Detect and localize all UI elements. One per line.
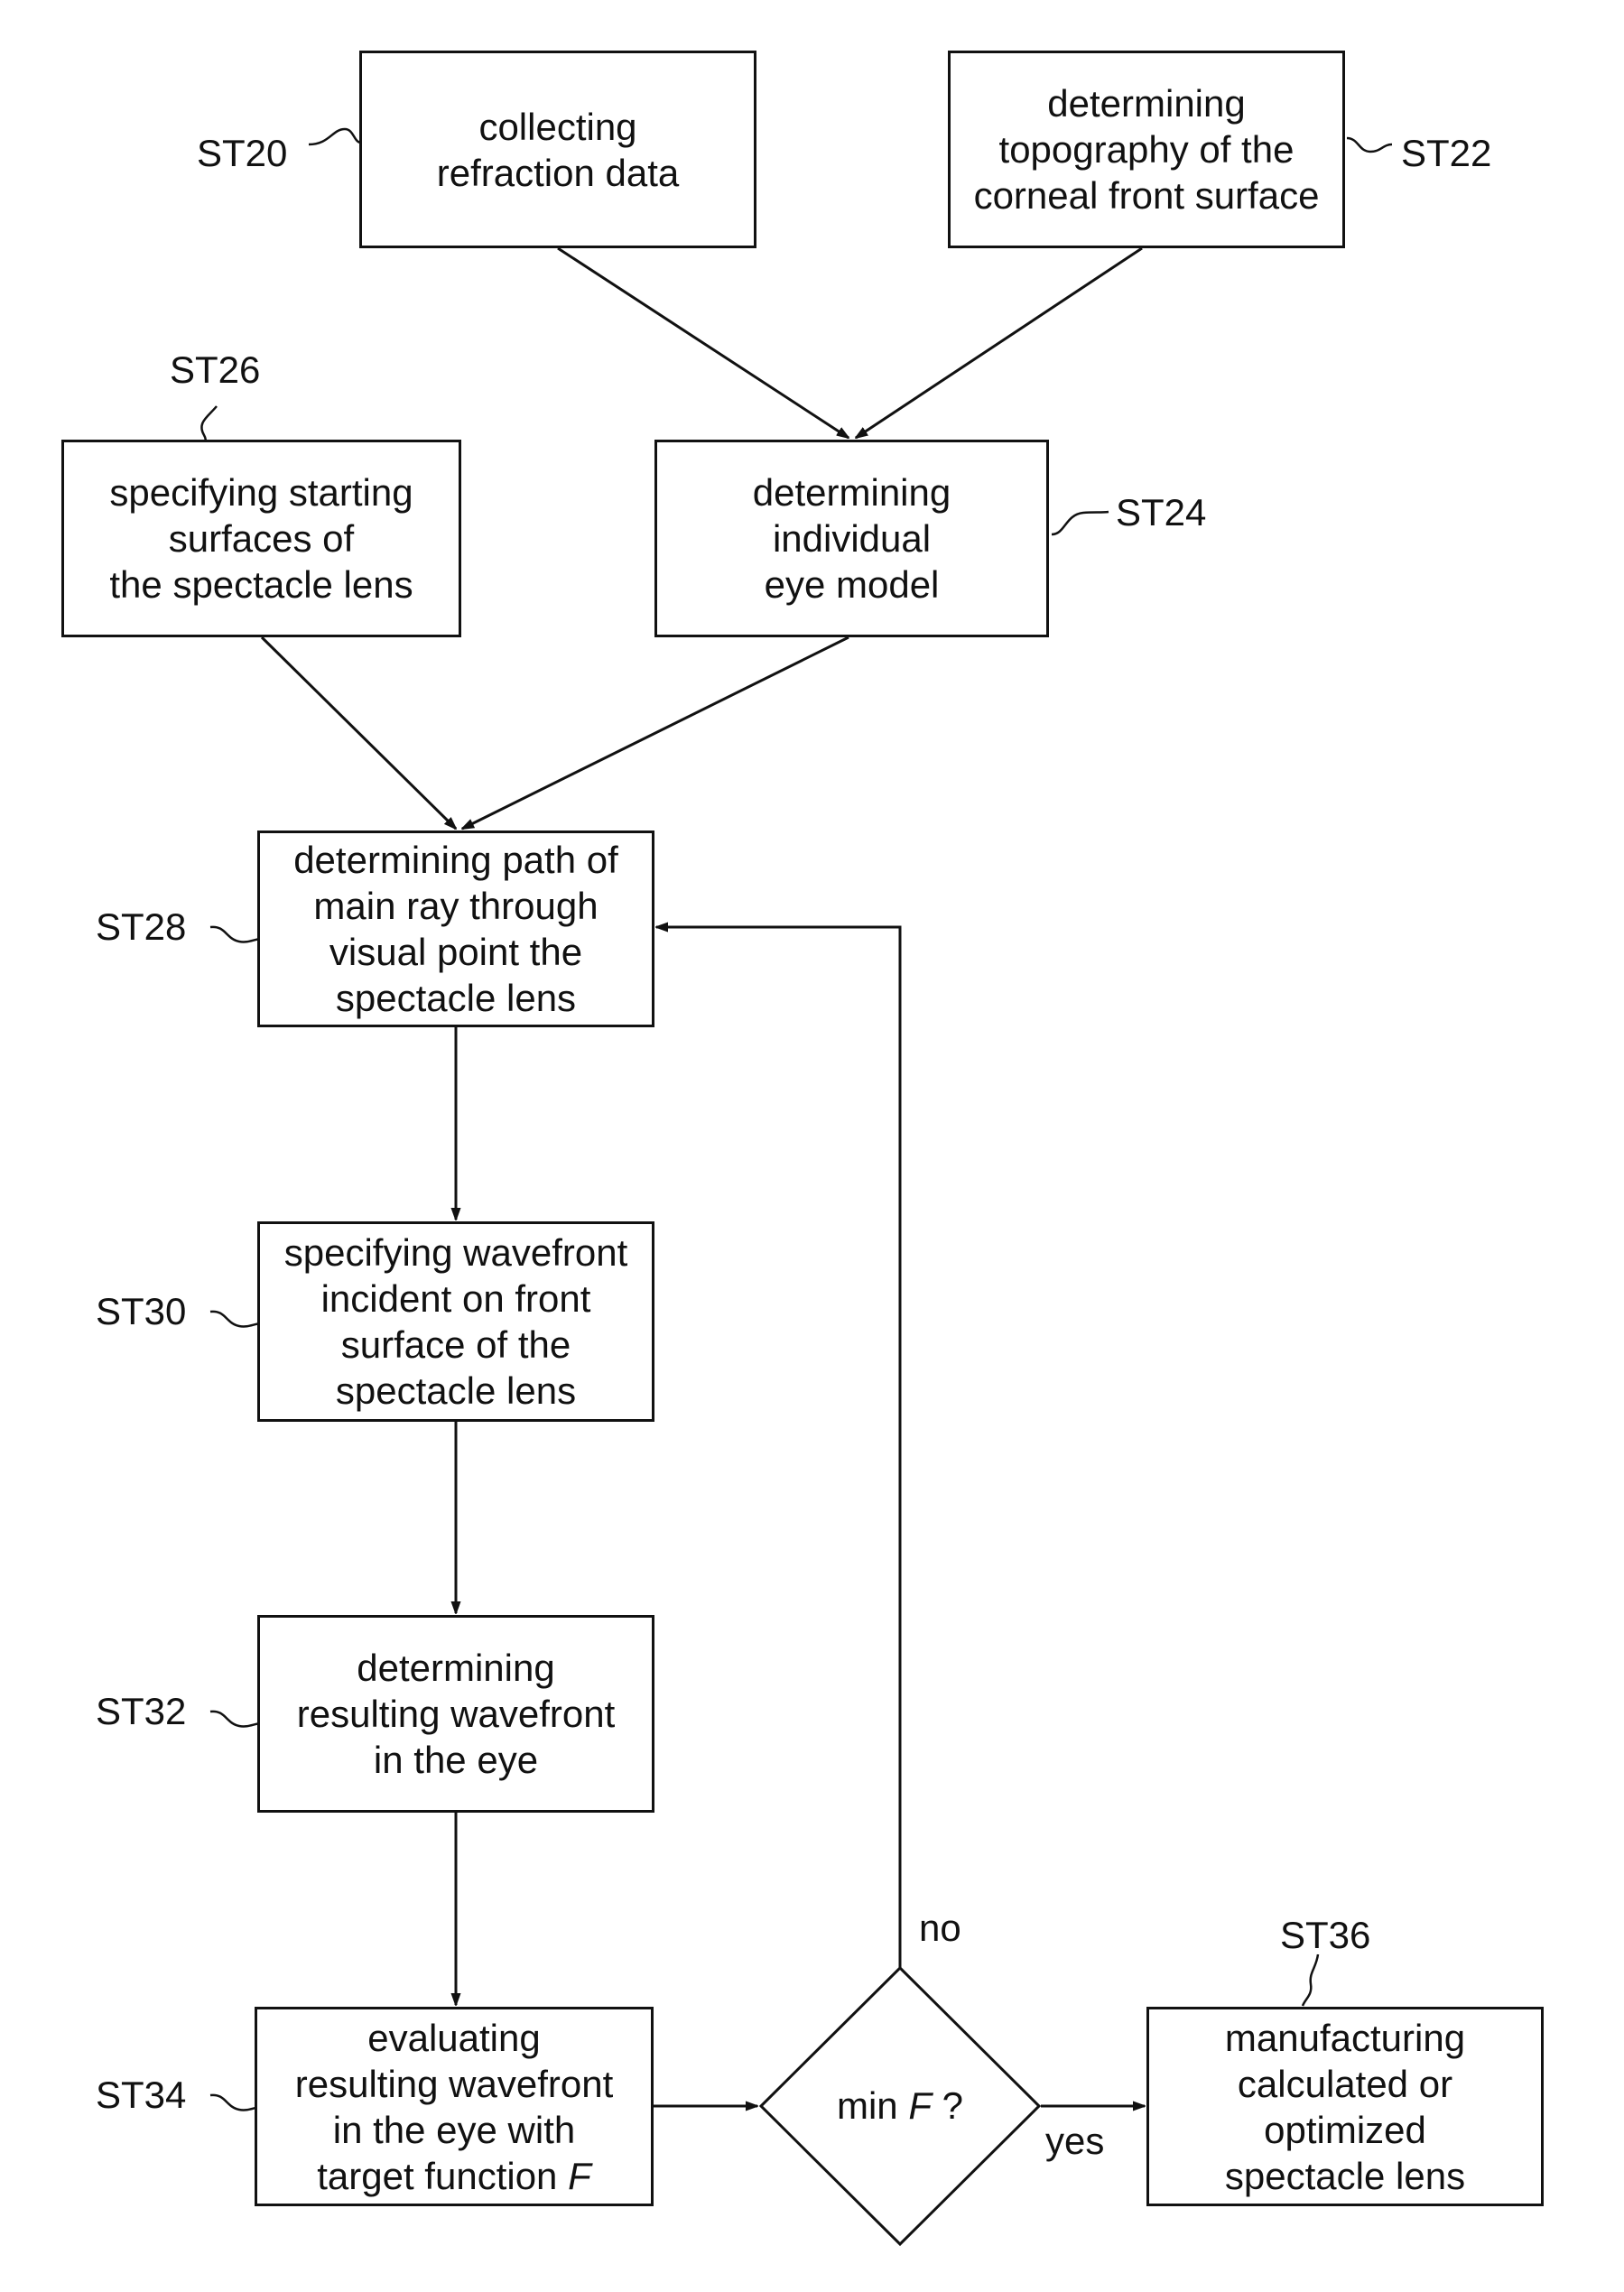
step-label-st28: ST28	[96, 905, 186, 949]
step-st20-box: collecting refraction data	[359, 51, 756, 248]
decision-text-suffix: ?	[932, 2084, 963, 2127]
step-st32-box: determining resulting wavefront in the e…	[257, 1615, 654, 1813]
edge-label-yes: yes	[1045, 2120, 1104, 2163]
step-label-st22: ST22	[1401, 132, 1491, 175]
step-st30-box: specifying wavefront incident on front s…	[257, 1221, 654, 1422]
step-st34-text: evaluating resulting wavefront in the ey…	[295, 2015, 614, 2199]
step-st22-text: determining topography of the corneal fr…	[974, 80, 1320, 218]
step-st24-box: determining individual eye model	[654, 440, 1049, 637]
step-label-st32: ST32	[96, 1690, 186, 1733]
step-st24-text: determining individual eye model	[753, 469, 951, 608]
step-label-st20: ST20	[197, 132, 287, 175]
leader-st36	[1303, 1954, 1318, 2006]
target-function-variable: F	[568, 2155, 591, 2197]
step-st22-box: determining topography of the corneal fr…	[948, 51, 1345, 248]
step-st36-box: manufacturing calculated or optimized sp…	[1146, 2007, 1544, 2206]
arrow-decision-no-to-st28	[656, 927, 900, 1968]
leader-st30	[210, 1312, 262, 1327]
arrow-st26-to-st28	[262, 637, 456, 829]
step-st28-text: determining path of main ray through vis…	[293, 837, 618, 1021]
step-st34-box: evaluating resulting wavefront in the ey…	[255, 2007, 654, 2206]
leader-st20	[309, 129, 361, 144]
step-label-st30: ST30	[96, 1290, 186, 1333]
step-st26-text: specifying starting surfaces of the spec…	[109, 469, 413, 608]
step-st34-text-main: evaluating resulting wavefront in the ey…	[295, 2017, 614, 2197]
step-label-st24: ST24	[1116, 491, 1206, 534]
step-st28-box: determining path of main ray through vis…	[257, 831, 654, 1027]
step-st26-box: specifying starting surfaces of the spec…	[61, 440, 461, 637]
step-st36-text: manufacturing calculated or optimized sp…	[1225, 2015, 1465, 2199]
arrow-st24-to-st28	[462, 637, 849, 829]
step-st32-text: determining resulting wavefront in the e…	[297, 1645, 616, 1783]
decision-variable: F	[908, 2084, 932, 2127]
step-st20-text: collecting refraction data	[437, 104, 680, 196]
leader-st28	[210, 927, 262, 942]
leader-st24	[1052, 512, 1109, 534]
arrow-st22-to-st24	[856, 248, 1142, 438]
arrow-st20-to-st24	[558, 248, 849, 438]
decision-text-prefix: min	[837, 2084, 908, 2127]
step-label-st34: ST34	[96, 2074, 186, 2117]
edge-label-no: no	[919, 1907, 961, 1950]
leader-st22	[1347, 138, 1392, 152]
leader-st32	[210, 1712, 262, 1727]
step-label-st36: ST36	[1280, 1914, 1370, 1957]
step-st30-text: specifying wavefront incident on front s…	[284, 1230, 628, 1414]
decision-text: min F ?	[801, 2084, 999, 2128]
step-label-st26: ST26	[170, 348, 260, 392]
